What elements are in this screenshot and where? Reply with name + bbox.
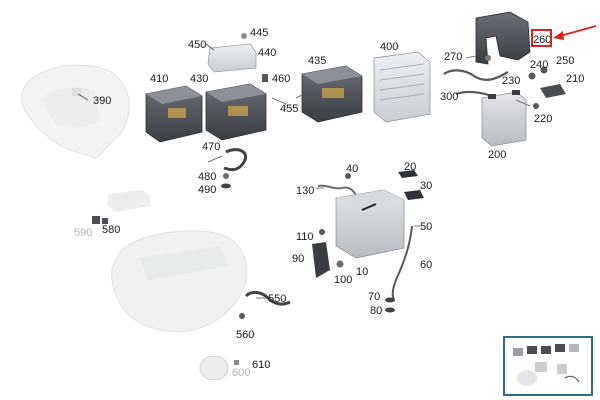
highlight-callout-box — [531, 29, 552, 47]
overview-thumbnail[interactable] — [503, 336, 593, 396]
part-label[interactable]: 430 — [190, 73, 208, 85]
part-130-wiring-illustration — [317, 170, 424, 200]
part-label[interactable]: 90 — [292, 253, 304, 265]
part-labels: 390 450 445 440 410 430 460 455 435 400 … — [74, 27, 584, 379]
part-label[interactable]: 390 — [93, 95, 111, 107]
part-440-module-illustration — [207, 33, 257, 73]
part-label[interactable]: 590 — [74, 227, 92, 239]
part-label[interactable]: 455 — [280, 103, 298, 115]
part-260-bracket-illustration — [475, 11, 531, 65]
part-60-cable-illustration — [385, 225, 413, 313]
part-label[interactable]: 440 — [258, 47, 276, 59]
part-label[interactable]: 60 — [420, 259, 432, 271]
part-label[interactable]: 470 — [202, 141, 220, 153]
part-label[interactable]: 460 — [272, 73, 290, 85]
part-label[interactable]: 480 — [198, 171, 216, 183]
part-label[interactable]: 300 — [440, 91, 458, 103]
part-label[interactable]: 240 — [530, 59, 548, 71]
part-label[interactable]: 560 — [236, 329, 254, 341]
part-label[interactable]: 580 — [102, 224, 120, 236]
leader-lines — [77, 43, 531, 299]
part-580-590-pump-illustration — [92, 190, 150, 224]
part-label[interactable]: 270 — [444, 51, 462, 63]
part-240-250-210-parts-illustration — [528, 66, 566, 98]
part-430-unit-illustration — [205, 74, 268, 141]
part-390-housing-illustration — [20, 64, 130, 159]
part-label[interactable]: 400 — [380, 41, 398, 53]
part-410-unit-illustration — [145, 85, 203, 143]
part-label[interactable]: 250 — [556, 55, 574, 67]
engine-block-illustration — [111, 230, 248, 333]
part-label[interactable]: 50 — [420, 221, 432, 233]
part-label[interactable]: 450 — [188, 39, 206, 51]
part-label[interactable]: 445 — [250, 27, 268, 39]
part-200-battery-illustration — [481, 90, 539, 147]
part-label[interactable]: 210 — [566, 73, 584, 85]
part-90-bracket-illustration — [312, 229, 344, 278]
part-label-highlighted[interactable]: 260 — [533, 34, 551, 46]
thumbnail-preview-icon — [513, 344, 580, 386]
part-label[interactable]: 410 — [150, 73, 168, 85]
part-label[interactable]: 600 — [232, 367, 250, 379]
part-470-cable-illustration — [221, 148, 247, 189]
part-label[interactable]: 490 — [198, 184, 216, 196]
highlight-arrow-icon — [553, 25, 597, 40]
part-label[interactable]: 70 — [368, 291, 380, 303]
part-label[interactable]: 220 — [534, 113, 552, 125]
part-600-alternator-illustration — [199, 355, 239, 381]
part-label[interactable]: 30 — [420, 180, 432, 192]
part-550-cable-illustration — [239, 290, 291, 319]
part-label[interactable]: 40 — [346, 163, 358, 175]
part-label[interactable]: 200 — [488, 149, 506, 161]
part-label[interactable]: 100 — [334, 274, 352, 286]
part-label[interactable]: 10 — [356, 266, 368, 278]
part-label[interactable]: 230 — [502, 75, 520, 87]
part-label[interactable]: 130 — [296, 185, 314, 197]
part-10-battery-illustration — [335, 189, 405, 259]
part-label[interactable]: 110 — [296, 231, 314, 243]
part-label[interactable]: 435 — [308, 55, 326, 67]
part-label[interactable]: 550 — [268, 293, 286, 305]
part-435-unit-illustration — [301, 65, 363, 123]
part-label[interactable]: 80 — [370, 305, 382, 317]
part-label[interactable]: 610 — [252, 359, 270, 371]
part-400-fusebox-illustration — [373, 51, 431, 123]
part-label[interactable]: 20 — [404, 161, 416, 173]
